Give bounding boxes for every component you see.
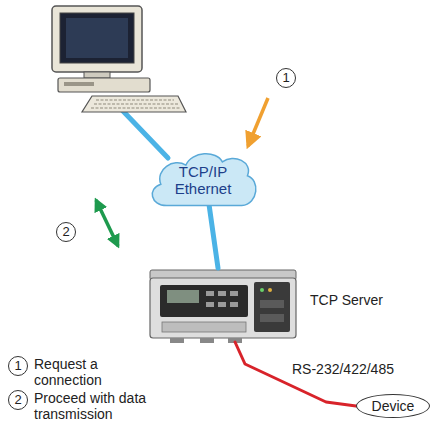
node-text: TCP/IP Ethernet	[161, 163, 245, 197]
request-arrow	[248, 98, 268, 146]
ethernet-cable	[122, 110, 168, 158]
note-text: Request a connection	[34, 356, 164, 388]
node-text: Device	[372, 398, 415, 414]
callout-number: 1	[8, 356, 28, 376]
callout-number: 2	[8, 390, 28, 410]
device-label: TCP Server	[310, 292, 383, 308]
computer-icon	[52, 6, 186, 112]
network-cloud: TCP/IP Ethernet	[146, 148, 260, 212]
device-ellipse: Device	[356, 394, 430, 418]
data-arrow	[96, 200, 118, 246]
ethernet-link	[209, 204, 218, 268]
server-device	[150, 270, 296, 343]
cloud-outline	[152, 154, 256, 206]
callout-number: 1	[276, 68, 296, 88]
note-text: Proceed with data transmission	[34, 390, 164, 422]
callout-number: 2	[56, 222, 76, 242]
edge-label: RS-232/422/485	[290, 361, 396, 377]
tcp-server: TCP Server	[150, 268, 296, 342]
